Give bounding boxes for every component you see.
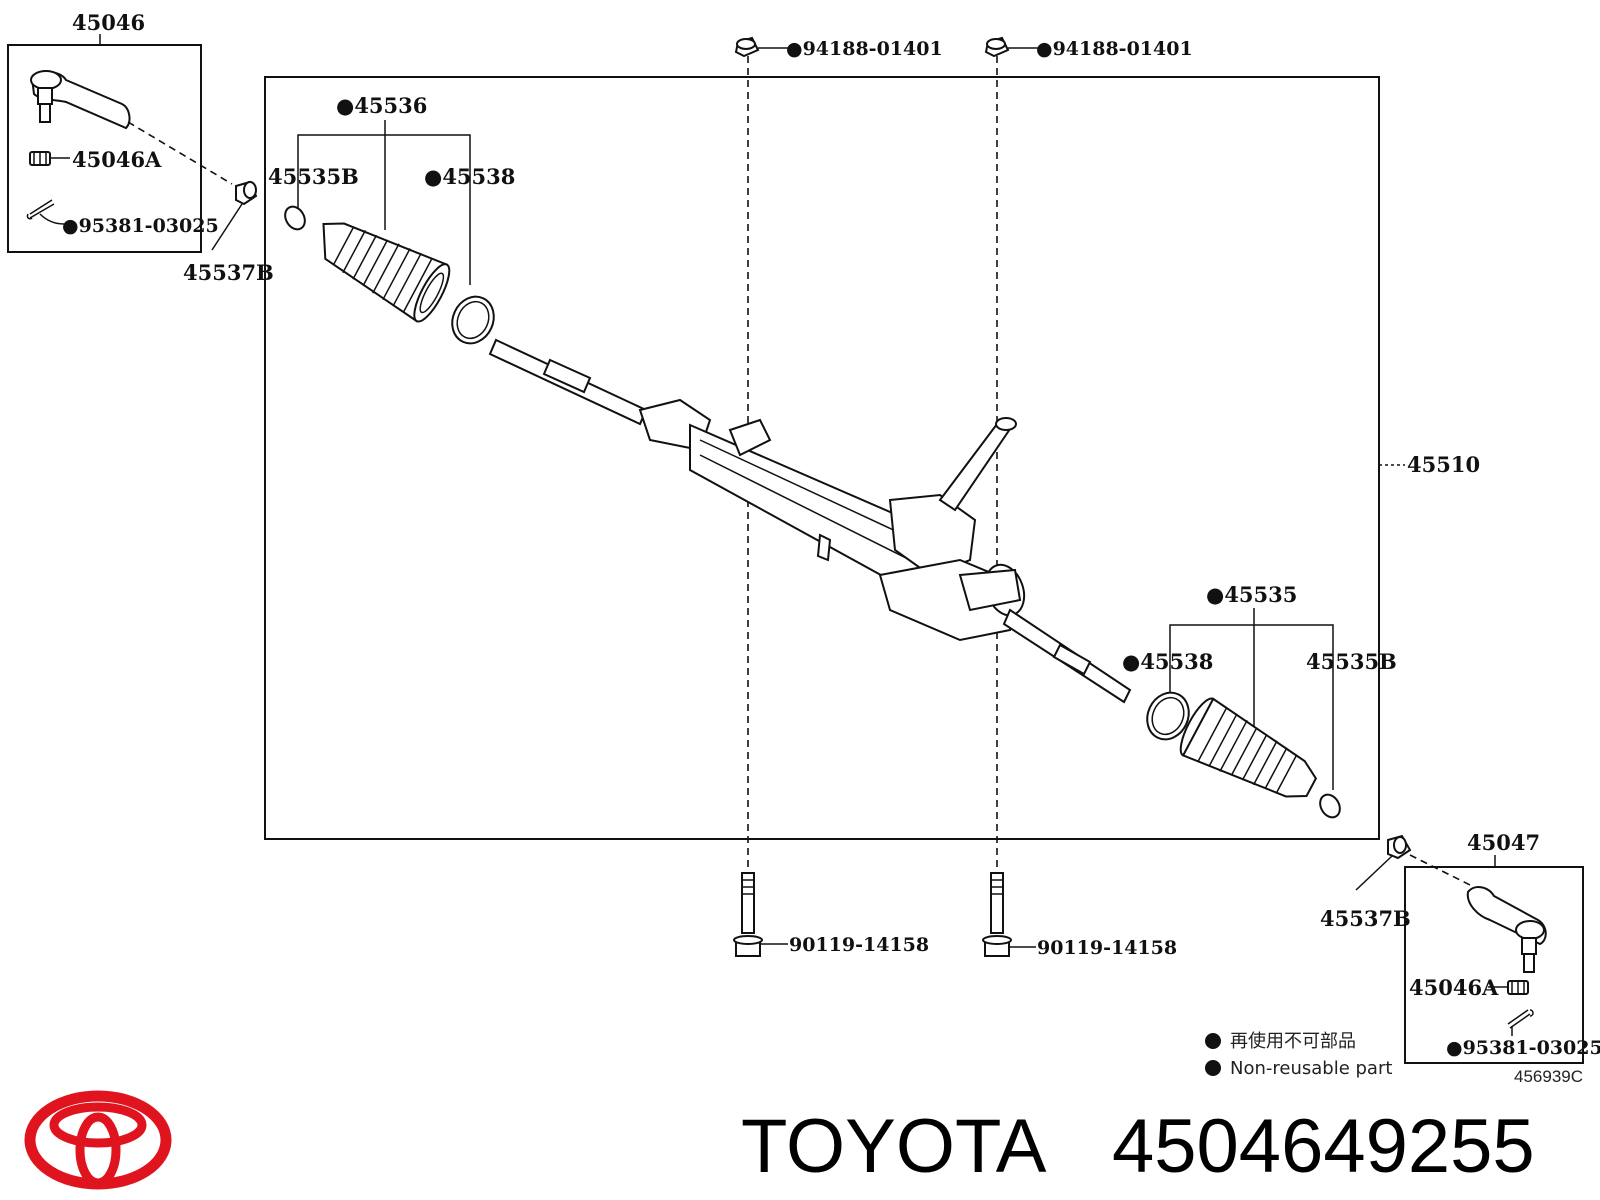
- nut-top-2-icon: [984, 36, 1010, 58]
- clip-rh-icon: [1319, 793, 1341, 819]
- nut-lh-icon: [29, 151, 51, 166]
- steering-rack-icon: [488, 338, 1132, 704]
- legend-en: Non-reusable part: [1230, 1058, 1392, 1079]
- brand-name: TOYOTA: [741, 1104, 1047, 1189]
- legend: 再使用不可部品 Non-reusable part: [1205, 1031, 1392, 1079]
- part-label-45046[interactable]: 45046: [72, 10, 145, 35]
- tie-rod-end-rh-icon: [1466, 886, 1547, 973]
- part-label-45535[interactable]: ●45535: [1206, 582, 1297, 607]
- part-label-95381-lh[interactable]: ●95381-03025: [62, 215, 219, 237]
- part-label-95381-rh[interactable]: ●95381-03025: [1446, 1037, 1600, 1059]
- part-label-45535B-lh[interactable]: 45535B: [268, 164, 359, 189]
- legend-bullet-en: [1205, 1060, 1221, 1076]
- clip-lh-icon: [284, 205, 306, 231]
- cotter-pin-lh-icon: [26, 199, 65, 225]
- part-label-45046A-rh[interactable]: 45046A: [1409, 975, 1499, 1000]
- toyota-logo-icon: [24, 1090, 172, 1190]
- tie-rod-end-lh-icon: [30, 70, 233, 185]
- clamp-lh-icon: [451, 295, 495, 345]
- brand-part-number: 4504649255: [1112, 1104, 1535, 1189]
- part-label-94188-1[interactable]: ●94188-01401: [786, 38, 943, 60]
- part-label-45510[interactable]: 45510: [1407, 452, 1480, 477]
- part-label-45535B-rh[interactable]: 45535B: [1306, 649, 1397, 674]
- gear-assembly-frame: [264, 76, 1380, 840]
- part-label-94188-2[interactable]: ●94188-01401: [1036, 38, 1193, 60]
- part-label-45538-lh[interactable]: ●45538: [424, 164, 515, 189]
- bolt-2-icon: [982, 872, 1012, 957]
- part-label-90119-2[interactable]: 90119-14158: [1037, 937, 1177, 959]
- inset-frame-rh: [1404, 866, 1584, 1064]
- cap-rh-icon: [1387, 834, 1412, 860]
- part-label-45537B-rh[interactable]: 45537B: [1320, 906, 1411, 931]
- tie-rod-end-lh-inset: 45046 45046A ●95381-03025: [7, 10, 233, 253]
- part-label-45046A-lh[interactable]: 45046A: [72, 147, 162, 172]
- legend-bullet-jp: [1205, 1033, 1221, 1049]
- nut-rh-icon: [1507, 980, 1529, 995]
- boot-rh-icon: [1179, 697, 1318, 798]
- inset-frame-lh: [7, 44, 202, 253]
- part-label-45538-rh[interactable]: ●45538: [1122, 649, 1213, 674]
- part-label-90119-1[interactable]: 90119-14158: [789, 934, 929, 956]
- tie-rod-end-rh-inset: 45047 45046A ●95381-03025: [1404, 830, 1600, 1064]
- clamp-rh-icon: [1146, 691, 1190, 741]
- diagram-code: 456939C: [1514, 1067, 1583, 1086]
- legend-jp: 再使用不可部品: [1230, 1031, 1356, 1052]
- cap-lh-icon: [235, 180, 258, 206]
- part-label-45047[interactable]: 45047: [1467, 830, 1540, 855]
- part-label-45536[interactable]: ●45536: [336, 93, 427, 118]
- part-label-45537B-lh[interactable]: 45537B: [183, 260, 274, 285]
- bolt-1-icon: [733, 872, 763, 957]
- nut-top-1-icon: [734, 36, 760, 58]
- boot-lh-icon: [322, 222, 451, 323]
- cotter-pin-rh-icon: [1507, 1009, 1534, 1036]
